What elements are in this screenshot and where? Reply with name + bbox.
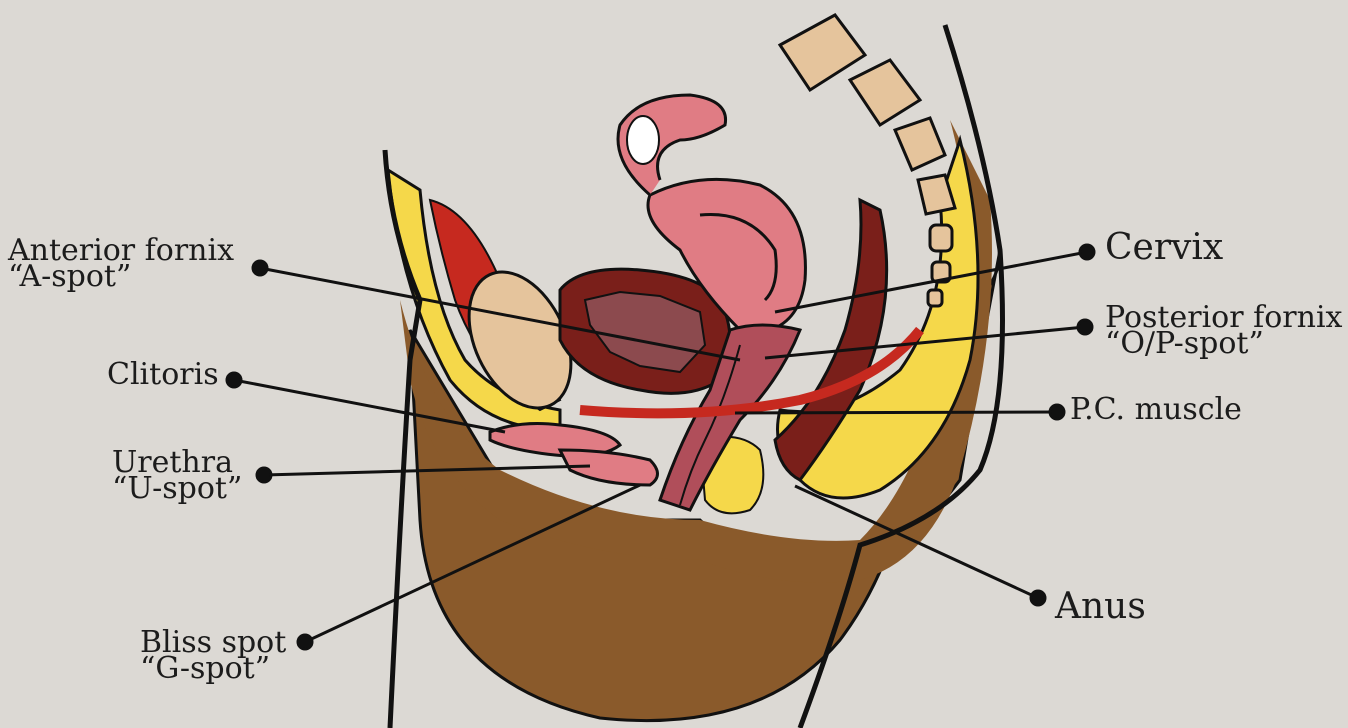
label-urethra-line2: “U-spot” [112, 476, 242, 502]
label-anterior-fornix: Anterior fornix “A-spot” [8, 238, 234, 290]
label-anus: Anus [1055, 592, 1146, 623]
label-urethra: Urethra “U-spot” [112, 450, 242, 502]
label-bliss-spot-line2: “G-spot” [140, 656, 286, 682]
pointer-pc-muscle [735, 412, 1057, 413]
label-cervix: Cervix [1105, 233, 1223, 264]
label-pc-muscle: P.C. muscle [1070, 397, 1242, 423]
label-cervix-line1: Cervix [1105, 233, 1223, 264]
label-clitoris-line1: Clitoris [107, 362, 219, 388]
label-clitoris: Clitoris [107, 362, 219, 388]
label-anus-line1: Anus [1055, 592, 1146, 623]
label-pc-muscle-line1: P.C. muscle [1070, 397, 1242, 423]
ovary [627, 116, 659, 164]
label-posterior-fornix: Posterior fornix “O/P-spot” [1105, 305, 1342, 357]
label-bliss-spot: Bliss spot “G-spot” [140, 630, 286, 682]
